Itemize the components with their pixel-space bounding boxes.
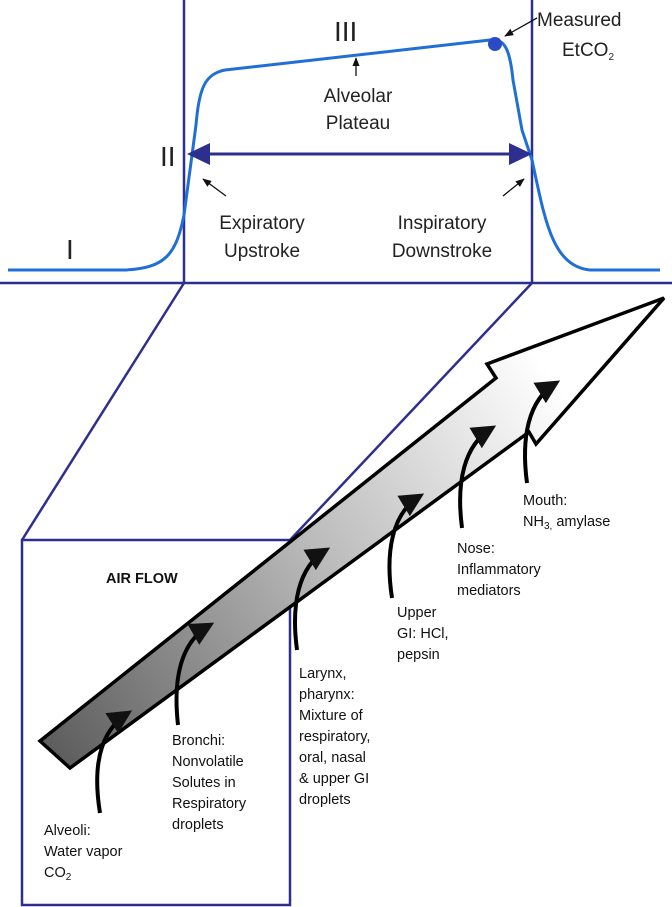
nose-arrow	[458, 425, 497, 529]
svg-text:NH3, amylase: NH3, amylase	[523, 514, 610, 532]
svg-text:Alveoli:: Alveoli:	[44, 823, 91, 839]
svg-text:Upper: Upper	[397, 605, 437, 621]
inspiratory-label-line2: Downstroke	[392, 241, 492, 262]
svg-text:oral, nasal: oral, nasal	[299, 750, 366, 766]
svg-text:droplets: droplets	[299, 792, 351, 808]
phase-i-label: I	[66, 234, 74, 265]
svg-text:Larynx,: Larynx,	[299, 666, 347, 682]
inspiratory-pointer-arrow	[502, 178, 525, 197]
inspiratory-label-line1: Inspiratory	[398, 213, 487, 234]
larynx-arrow	[293, 547, 331, 651]
zoom-connector	[20, 282, 533, 541]
etco2-marker	[488, 37, 502, 51]
svg-text:Respiratory: Respiratory	[172, 796, 247, 812]
expiratory-label-line2: Upstroke	[224, 241, 300, 262]
etco2-label: EtCO2	[562, 40, 614, 63]
svg-text:Mouth:: Mouth:	[523, 493, 567, 509]
svg-text:pharynx:: pharynx:	[299, 687, 355, 703]
phase-iii-label: III	[334, 16, 357, 47]
plateau-label-line1: Alveolar	[324, 86, 393, 107]
svg-text:Inflammatory: Inflammatory	[457, 562, 542, 578]
svg-text:mediators: mediators	[457, 583, 521, 599]
svg-text:Nonvolatile: Nonvolatile	[172, 754, 244, 770]
expiratory-label-line1: Expiratory	[219, 213, 305, 234]
svg-text:Mixture of: Mixture of	[299, 708, 364, 724]
svg-text:respiratory,: respiratory,	[299, 729, 370, 745]
plateau-double-arrow	[187, 143, 532, 165]
svg-text:& upper GI: & upper GI	[299, 771, 369, 787]
svg-text:GI: HCl,: GI: HCl,	[397, 626, 449, 642]
bronchi-label: Bronchi: Nonvolatile Solutes in Respirat…	[172, 733, 247, 833]
svg-text:Nose:: Nose:	[457, 541, 495, 557]
alveoli-arrow	[95, 710, 133, 814]
alveoli-label: Alveoli: Water vapor CO2	[44, 823, 123, 883]
plateau-label-line2: Plateau	[326, 113, 390, 134]
svg-text:Solutes in: Solutes in	[172, 775, 236, 791]
svg-text:pepsin: pepsin	[397, 647, 440, 663]
etco2-pointer-arrow	[504, 17, 538, 37]
bronchi-arrow	[174, 622, 215, 726]
mouth-arrow	[523, 380, 561, 484]
droplet-arrows	[95, 380, 561, 814]
airflow-arrow	[37, 296, 666, 771]
larynx-label: Larynx, pharynx: Mixture of respiratory,…	[299, 666, 370, 808]
upper-gi-arrow	[387, 493, 425, 599]
expiratory-pointer-arrow	[202, 178, 227, 197]
svg-text:droplets: droplets	[172, 817, 224, 833]
airway-box	[20, 538, 292, 907]
svg-text:Water vapor: Water vapor	[44, 844, 123, 860]
phase-ii-label: II	[160, 141, 176, 172]
capnogram: I II III Measured EtCO2 Alveolar Plateau…	[0, 0, 672, 285]
air-flow-label: AIR FLOW	[106, 571, 178, 587]
mouth-label: Mouth: NH3, amylase	[523, 493, 610, 532]
svg-text:Bronchi:: Bronchi:	[172, 733, 225, 749]
nose-label: Nose: Inflammatory mediators	[457, 541, 542, 599]
measured-label: Measured	[537, 10, 622, 31]
upper-gi-label: Upper GI: HCl, pepsin	[397, 605, 449, 663]
svg-text:CO2: CO2	[44, 865, 72, 883]
